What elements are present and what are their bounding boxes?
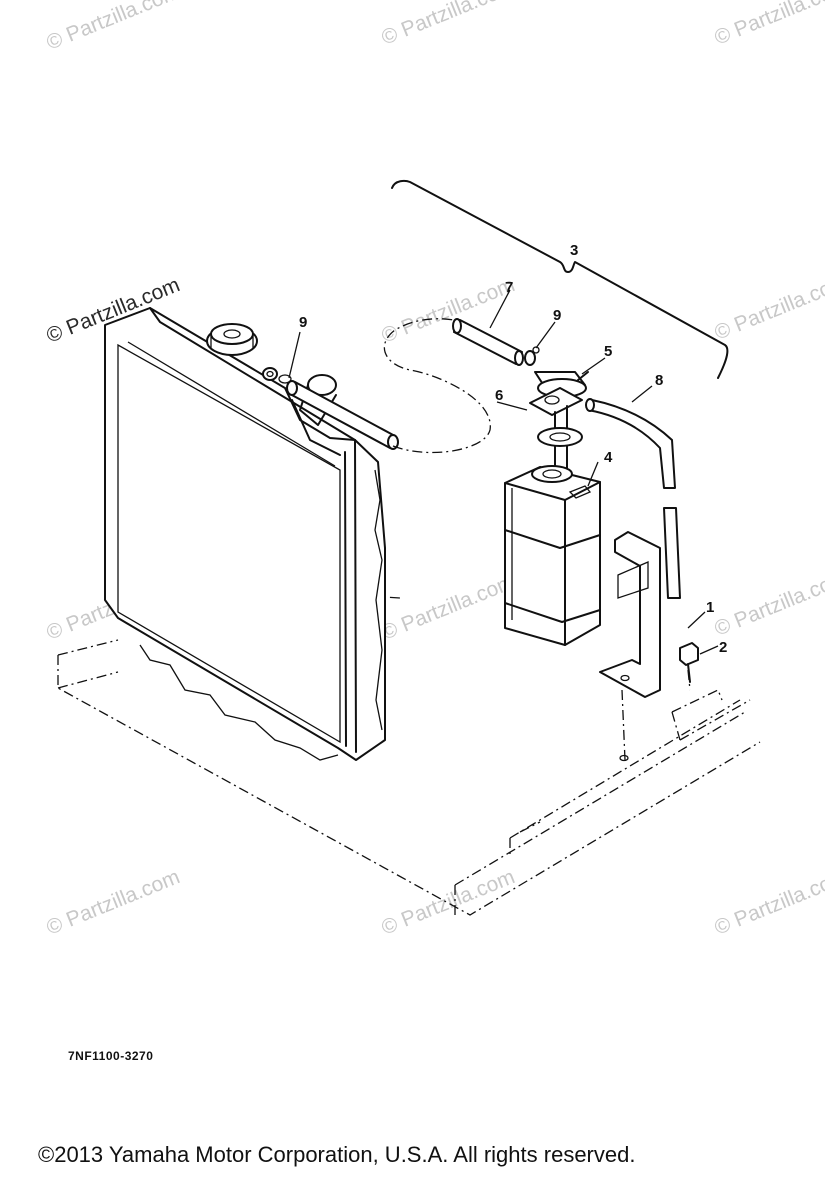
diagram-code: 7NF1100-3270 (68, 1049, 153, 1063)
bolt-2 (679, 642, 699, 691)
overflow-hose (286, 380, 399, 450)
watermark-lower-left: © Partzilla.com (43, 865, 183, 939)
callout-4: 4 (604, 449, 613, 466)
callout-7: 7 (505, 279, 513, 296)
callout-6: 6 (495, 387, 503, 404)
watermark-upper-right: © Partzilla.com (711, 270, 825, 344)
bracket-1 (599, 531, 661, 698)
watermark-top-center: © Partzilla.com (378, 0, 518, 50)
hose-7 (452, 318, 524, 366)
callout-labels: 1 2 3 4 5 6 7 8 9 9 (299, 242, 727, 656)
breather-hose-path (383, 318, 491, 454)
watermark-upper-center: © Partzilla.com (378, 273, 518, 347)
watermark-middle-right: © Partzilla.com (711, 566, 825, 640)
watermark-middle-center: © Partzilla.com (378, 570, 518, 644)
callout-3: 3 (570, 242, 578, 259)
reservoir-tank-4 (504, 465, 601, 646)
watermark-lower-right: © Partzilla.com (711, 865, 825, 939)
copyright-notice: ©2013 Yamaha Motor Corporation, U.S.A. A… (38, 1142, 635, 1167)
hose-8 (585, 398, 681, 599)
clamp-9-tank (524, 346, 540, 366)
assembly-brace-3 (391, 179, 729, 379)
watermark-top-left: © Partzilla.com (43, 0, 183, 55)
radiator (104, 307, 386, 761)
callout-2: 2 (719, 639, 727, 656)
callout-5: 5 (604, 343, 612, 360)
breather-fitting-6 (529, 387, 583, 476)
callout-1: 1 (706, 599, 714, 616)
callout-9-radiator: 9 (299, 314, 307, 331)
callout-8: 8 (655, 372, 663, 389)
leader-lines (288, 289, 719, 655)
callout-9-tank: 9 (553, 307, 561, 324)
watermark-top-right: © Partzilla.com (711, 0, 825, 50)
chassis-floor-outline (57, 594, 761, 916)
